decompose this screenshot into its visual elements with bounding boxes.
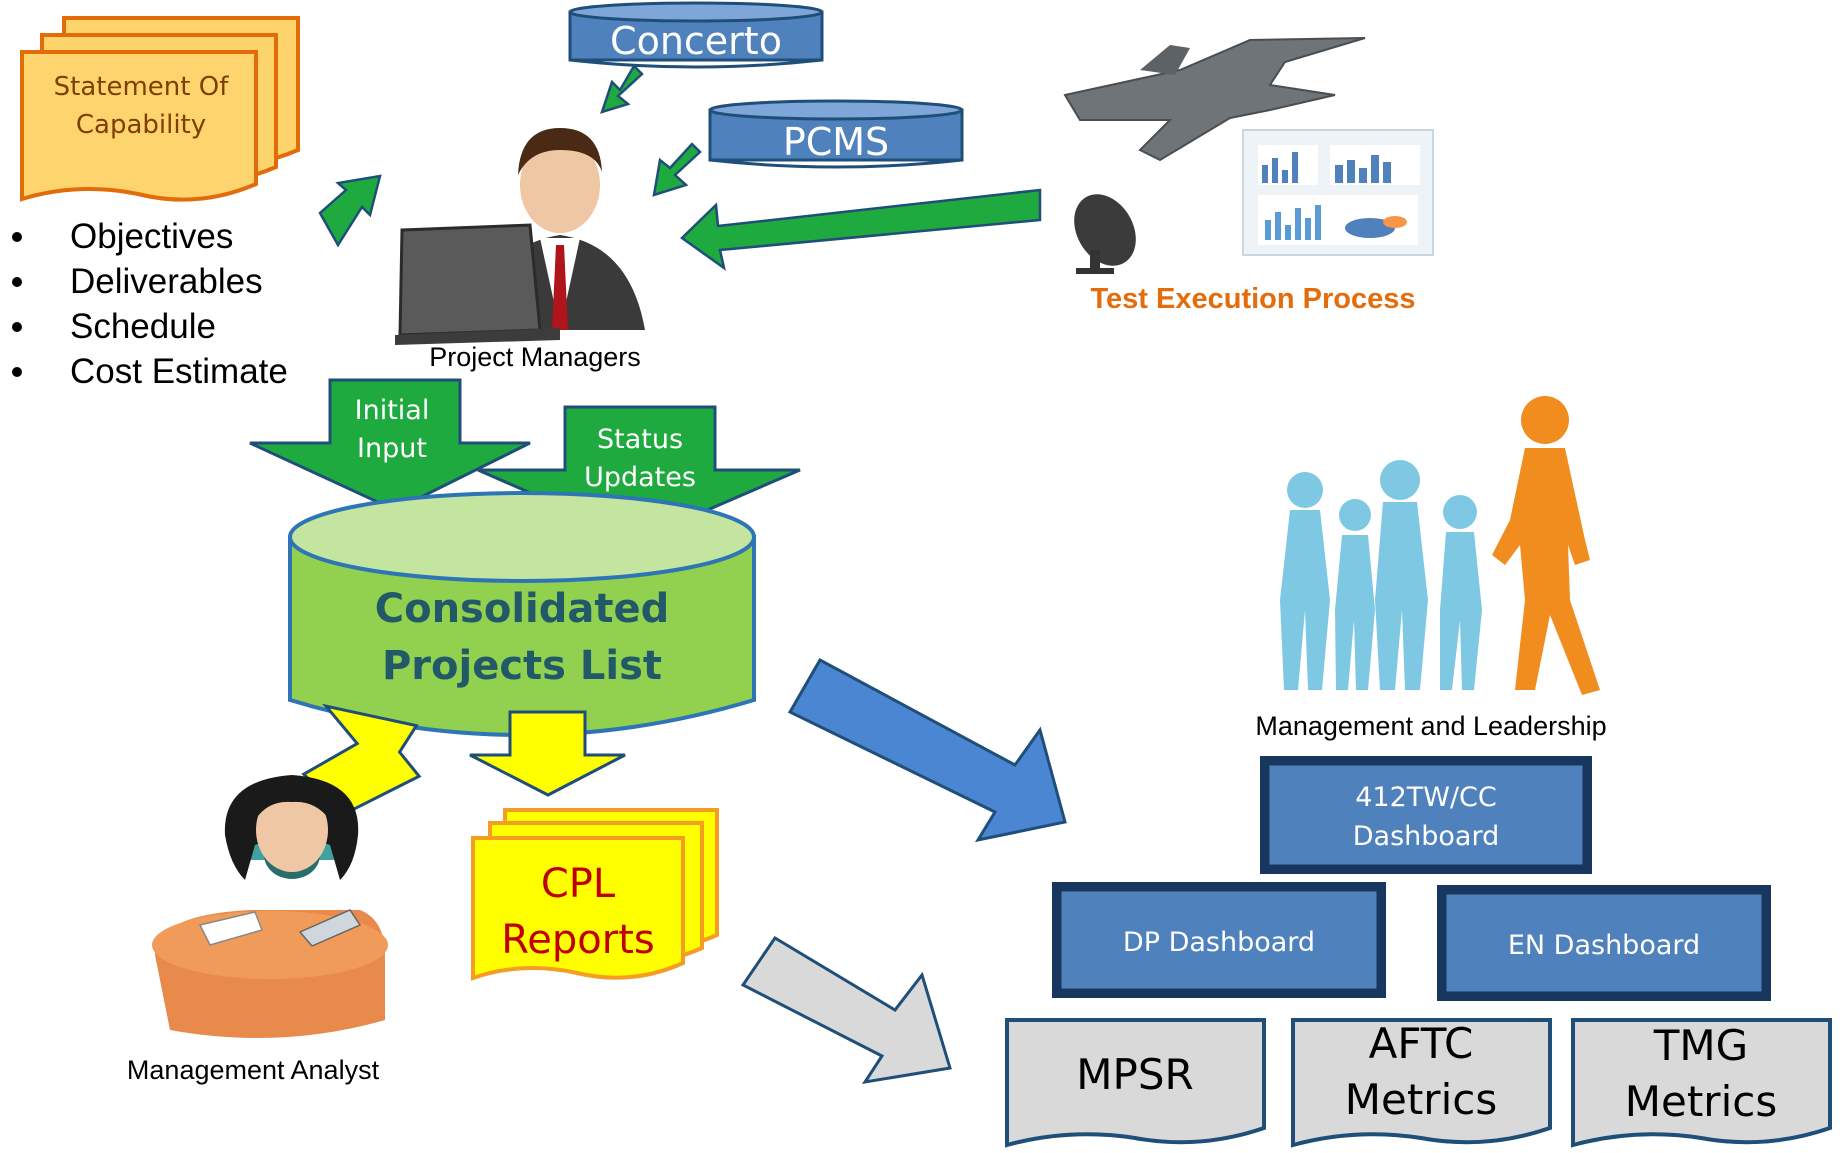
- test-execution-caption: Test Execution Process: [1090, 283, 1415, 315]
- project-manager-icon: [395, 128, 645, 345]
- aftc-line-1: AFTC: [1369, 1019, 1474, 1068]
- cpl-reports-doc: CPL Reports: [471, 808, 719, 981]
- leadership-group-image: [1280, 396, 1600, 695]
- bullet-schedule: Schedule: [70, 307, 216, 346]
- initial-input-line-1: Initial: [355, 395, 430, 426]
- tmg-metrics-doc: TMG Metrics: [1571, 1018, 1832, 1148]
- cpl-line-2: Reports: [501, 917, 654, 963]
- bullet-objectives: Objectives: [70, 217, 233, 256]
- leadership-caption: Management and Leadership: [1255, 711, 1606, 741]
- dashboard-dp: DP Dashboard: [1052, 882, 1386, 998]
- management-analyst-icon: [152, 775, 388, 1038]
- database-to-dashboards-arrow: [787, 657, 1067, 843]
- aftc-line-2: Metrics: [1345, 1075, 1497, 1124]
- status-updates-arrow: Status Updates: [477, 405, 801, 542]
- capability-bullet-list: Objectives Deliverables Schedule Cost Es…: [12, 217, 288, 391]
- test-execution-to-pm-arrow: [680, 188, 1042, 271]
- dashboard-412twcc-line-1: 412TW/CC: [1355, 782, 1497, 813]
- reports-to-metrics-arrow: [740, 935, 952, 1085]
- tmg-line-2: Metrics: [1625, 1077, 1777, 1126]
- mpsr-label: MPSR: [1076, 1050, 1193, 1099]
- database-line-2: Projects List: [382, 643, 662, 689]
- mpsr-doc: MPSR: [1005, 1018, 1266, 1148]
- bullet-deliverables: Deliverables: [70, 262, 263, 301]
- analytics-charts-image: [1242, 129, 1434, 256]
- cpl-line-1: CPL: [541, 861, 616, 907]
- statement-to-pm-arrow: [318, 174, 382, 248]
- management-analyst-caption: Management Analyst: [127, 1055, 380, 1085]
- status-updates-line-2: Updates: [584, 462, 696, 493]
- database-line-1: Consolidated: [375, 586, 670, 632]
- aftc-metrics-doc: AFTC Metrics: [1291, 1018, 1552, 1148]
- dashboard-en-label: EN Dashboard: [1508, 930, 1700, 961]
- radar-dish-image: [1074, 194, 1136, 274]
- dashboard-dp-label: DP Dashboard: [1123, 927, 1315, 958]
- concerto-database: Concerto: [568, 1, 824, 69]
- pcms-label: PCMS: [783, 120, 889, 164]
- statement-line-1: Statement Of: [54, 72, 230, 102]
- dashboard-en: EN Dashboard: [1437, 885, 1771, 1001]
- dashboard-412twcc: 412TW/CC Dashboard: [1260, 756, 1592, 874]
- consolidated-projects-database: Consolidated Projects List: [288, 491, 756, 737]
- bullet-cost-estimate: Cost Estimate: [70, 352, 288, 391]
- concerto-label: Concerto: [610, 19, 782, 63]
- dashboard-412twcc-line-2: Dashboard: [1353, 821, 1499, 852]
- statement-of-capability-doc: Statement Of Capability: [20, 16, 300, 202]
- concerto-to-pm-arrow: [600, 63, 644, 114]
- initial-input-line-2: Input: [357, 433, 427, 464]
- database-to-reports-arrow: [469, 710, 626, 797]
- status-updates-line-1: Status: [597, 424, 683, 455]
- pcms-database: PCMS: [708, 99, 964, 169]
- project-managers-caption: Project Managers: [429, 342, 641, 372]
- pcms-to-pm-arrow: [652, 142, 702, 197]
- tmg-line-1: TMG: [1653, 1021, 1748, 1070]
- statement-line-2: Capability: [76, 110, 206, 140]
- initial-input-arrow: Initial Input: [249, 378, 531, 512]
- jet-aircraft-image: [1063, 37, 1366, 162]
